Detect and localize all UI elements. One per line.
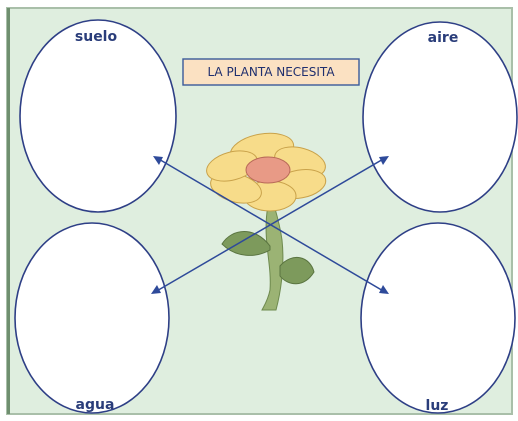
oval-aire xyxy=(362,21,518,213)
title-box xyxy=(182,58,360,86)
flower-leaf-right xyxy=(279,257,315,285)
oval-luz xyxy=(360,222,516,414)
flower-icon xyxy=(206,132,327,311)
label-suelo: suelo xyxy=(75,29,118,45)
flower-stem xyxy=(261,204,284,311)
label-aire: aire xyxy=(428,30,459,46)
flower-center xyxy=(245,156,291,184)
arrowhead-aire xyxy=(379,156,389,165)
label-agua: agua xyxy=(76,397,115,413)
arrowhead-suelo xyxy=(153,156,163,165)
arrows xyxy=(154,157,386,293)
page-title: LA PLANTA NECESITA xyxy=(207,65,335,79)
frame-edge xyxy=(7,8,10,414)
arrowhead-luz xyxy=(379,285,389,294)
arrow-aire-agua xyxy=(154,157,386,293)
arrowhead-agua xyxy=(151,285,161,294)
label-luz: luz xyxy=(426,398,449,414)
oval-agua xyxy=(14,222,170,414)
oval-suelo xyxy=(19,19,177,213)
